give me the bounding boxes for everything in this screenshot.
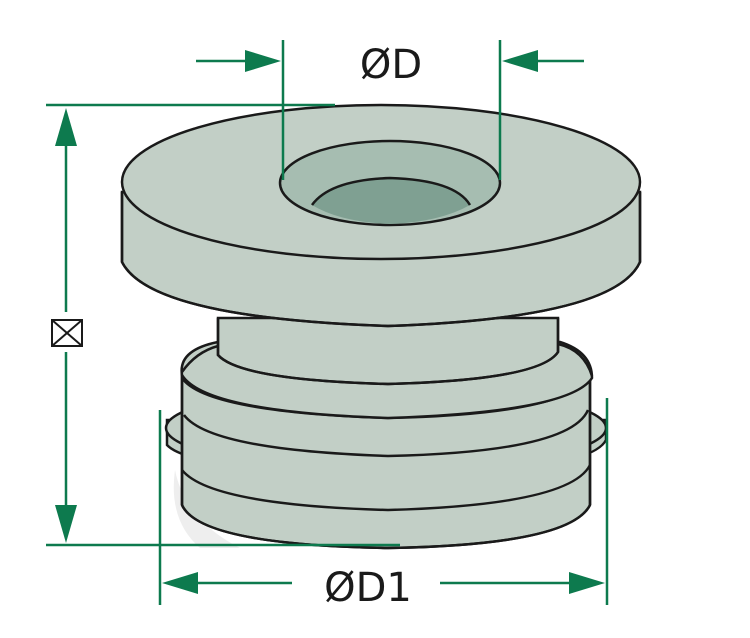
bore xyxy=(278,139,502,227)
height-symbol-icon: ⊠ xyxy=(51,319,83,347)
top-flange xyxy=(120,103,642,328)
dimension-lines xyxy=(46,40,609,605)
bottom-diameter-label: ØD1 xyxy=(324,565,412,611)
top-diameter-label: ØD xyxy=(360,42,422,88)
neck xyxy=(180,316,594,420)
shadow xyxy=(173,470,240,548)
